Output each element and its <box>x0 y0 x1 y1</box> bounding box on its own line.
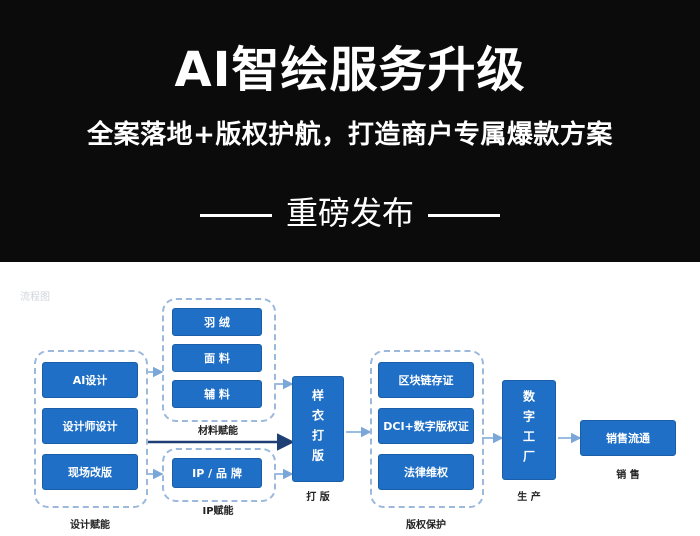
release-text: 重磅发布 <box>285 194 414 232</box>
material-item-down: 羽 绒 <box>172 308 262 336</box>
copyright-caption: 版权保护 <box>406 520 446 531</box>
release-left-line <box>199 213 272 217</box>
factory-caption: 生 产 <box>517 492 541 503</box>
sales-caption: 销 售 <box>616 470 640 481</box>
hero-title: AI智绘服务升级 <box>174 42 526 98</box>
ip-item: IP / 品 牌 <box>172 458 262 488</box>
material-item-fabric: 面 料 <box>172 344 262 372</box>
design-item-designer: 设计师设计 <box>42 408 138 444</box>
hero-banner: AI智绘服务升级 全案落地+版权护航，打造商户专属爆款方案 重磅发布 <box>0 0 700 262</box>
copyright-group <box>370 350 484 508</box>
copyright-item-blockchain: 区块链存证 <box>378 362 474 398</box>
factory-box: 数字工厂 <box>502 380 556 480</box>
connector-arrows <box>146 366 582 480</box>
hero-release: 重磅发布 <box>0 188 700 234</box>
faint-corner-text: 流程图 <box>20 292 50 303</box>
release-right-line <box>428 213 500 217</box>
design-item-onsite: 现场改版 <box>42 454 138 490</box>
hero-subtitle: 全案落地+版权护航，打造商户专属爆款方案 <box>87 120 613 150</box>
material-item-accessory: 辅 料 <box>172 380 262 408</box>
sample-caption: 打 版 <box>306 492 330 503</box>
copyright-item-legal: 法律维权 <box>378 454 474 490</box>
design-caption: 设计赋能 <box>70 520 110 531</box>
ip-caption: IP赋能 <box>202 506 234 517</box>
design-group <box>34 350 148 508</box>
process-diagram: AI设计 设计师设计 现场改版 设计赋能 羽 绒 面 料 辅 料 材料赋能 IP… <box>0 262 700 536</box>
copyright-item-dci: DCI+数字版权证 <box>378 408 474 444</box>
sample-box: 样衣打版 <box>292 376 344 482</box>
ip-group <box>162 448 276 502</box>
material-group <box>162 298 276 422</box>
sales-box: 销售流通 <box>580 420 676 456</box>
design-item-ai: AI设计 <box>42 362 138 398</box>
material-caption: 材料赋能 <box>198 426 238 437</box>
